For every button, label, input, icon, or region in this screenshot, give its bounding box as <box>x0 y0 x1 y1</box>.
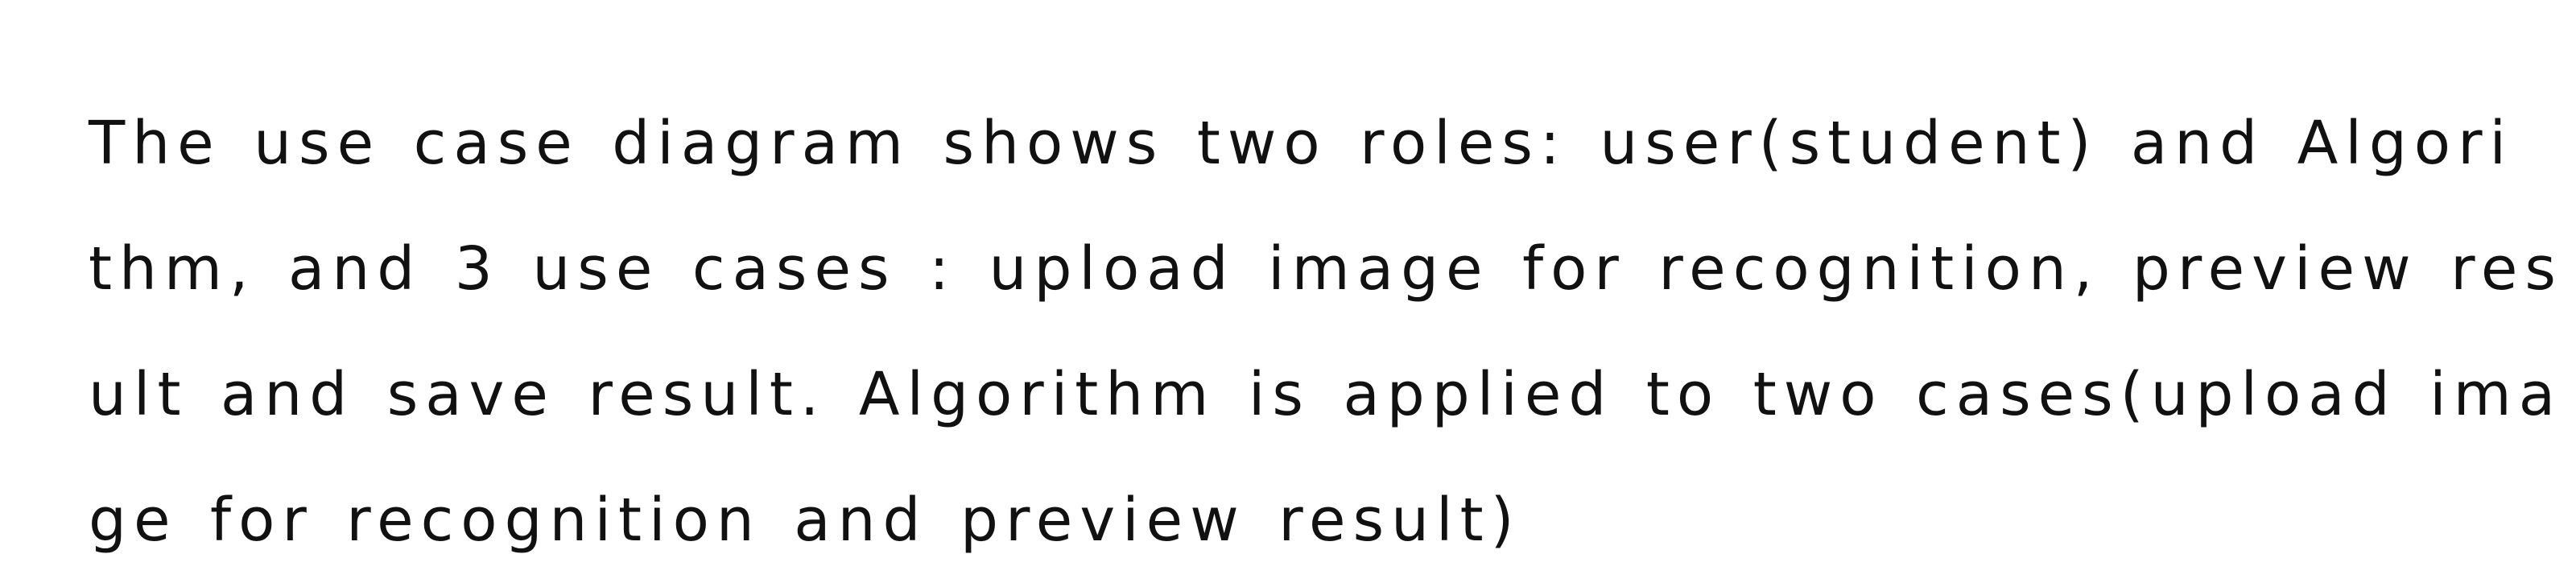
text-line-4: ge for recognition and preview result) <box>89 486 1521 555</box>
paragraph: The use case diagram shows two roles: us… <box>89 81 2563 583</box>
text-line-1: The use case diagram shows two roles: us… <box>89 109 2514 178</box>
text-line-3: ult and save result. Algorithm is applie… <box>89 360 2563 429</box>
text-line-2: thm, and 3 use cases : upload image for … <box>89 234 2563 304</box>
